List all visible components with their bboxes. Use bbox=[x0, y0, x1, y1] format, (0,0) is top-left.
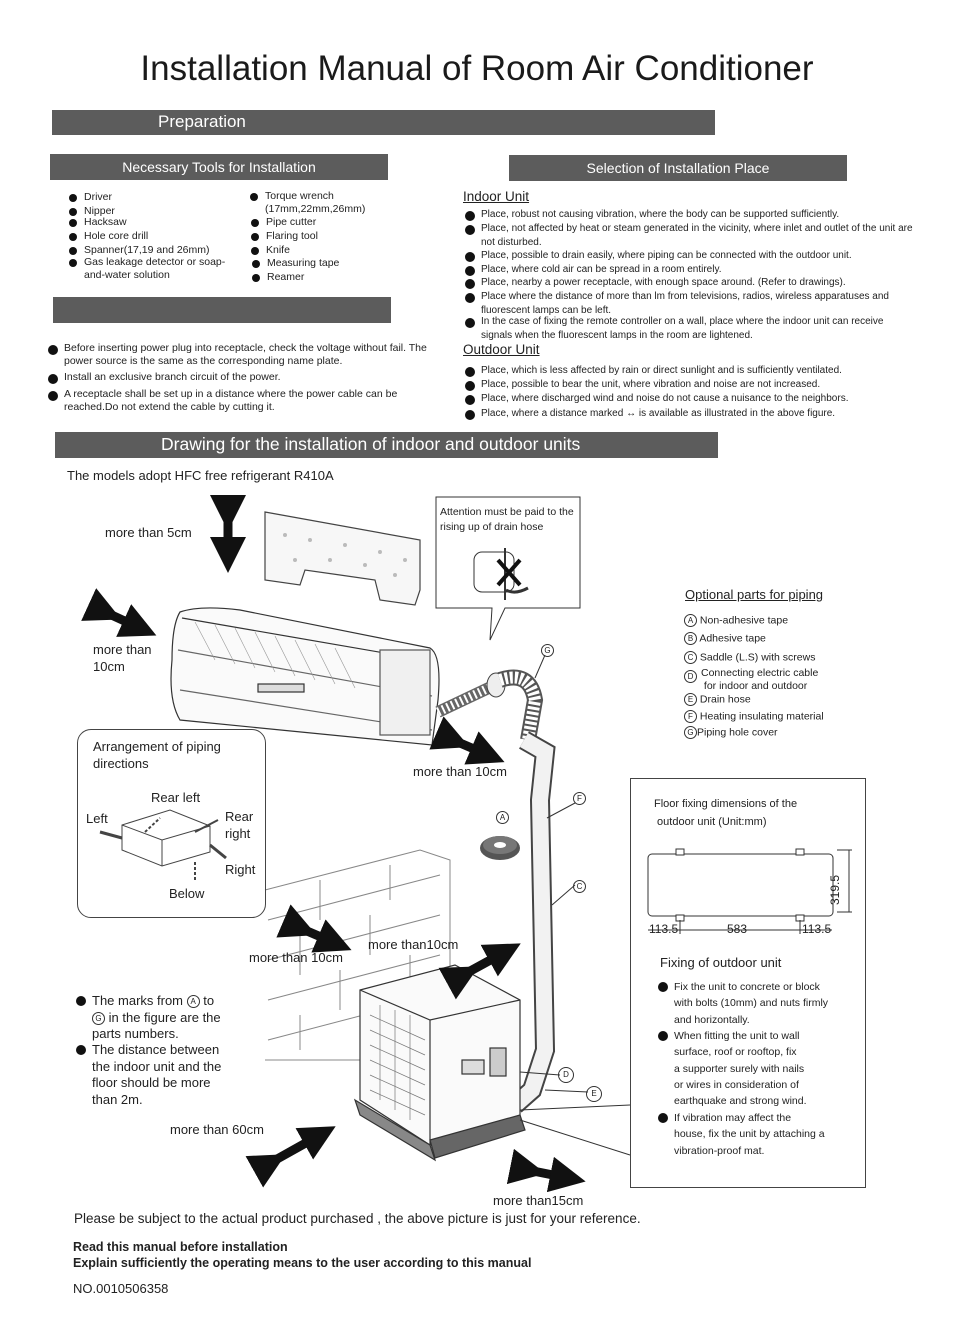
optional-parts-title: Optional parts for piping bbox=[685, 587, 824, 602]
drain-hose-detail bbox=[473, 548, 529, 600]
tool-item: Nipper bbox=[69, 205, 115, 217]
outdoor-item: Place, where discharged wind and noise d… bbox=[465, 392, 926, 406]
tool-item: Hole core drill bbox=[68, 230, 149, 242]
indoor-item: Place, not affected by heat or steam gen… bbox=[465, 222, 926, 249]
outdoor-item: Place, which is less affected by rain or… bbox=[465, 364, 926, 378]
fixing-item: If vibration may affect the house, fix t… bbox=[658, 1110, 825, 1159]
indoor-item: Place, nearby a power receptacle, with e… bbox=[465, 276, 926, 290]
optional-part-item: E Drain hose bbox=[684, 693, 751, 706]
drawing-bar-label: Drawing for the installation of indoor a… bbox=[161, 434, 581, 454]
clearance-front-label: more than 60cm bbox=[170, 1122, 264, 1137]
marker-a: A bbox=[496, 809, 509, 827]
tool-item: Measuring tape bbox=[251, 257, 340, 269]
floor-fixing-title: Floor fixing dimensions of the outdoor u… bbox=[654, 798, 798, 828]
marker-c: C bbox=[573, 878, 586, 896]
tool-item: Hacksaw bbox=[69, 216, 127, 228]
optional-part-item: C Saddle (L.S) with screws bbox=[684, 651, 815, 664]
tool-item: Knife bbox=[251, 244, 290, 256]
power-header-label: Power Source bbox=[178, 328, 274, 344]
optional-part-item: F Heating insulating material bbox=[684, 710, 824, 723]
clearance-side-label: more than15cm bbox=[493, 1193, 584, 1208]
tool-item: Flaring tool bbox=[251, 230, 318, 242]
marker-e: E bbox=[586, 1085, 602, 1103]
refrigerant-note: The models adopt HFC free refrigerant R4… bbox=[67, 468, 334, 483]
dim-left: 113.5 bbox=[649, 922, 679, 936]
disclaimer: Please be subject to the actual product … bbox=[74, 1211, 641, 1226]
marker-g: G bbox=[541, 642, 554, 660]
power-item: Install an exclusive branch circuit of t… bbox=[48, 371, 429, 384]
piping-rear-right: Rear right bbox=[225, 809, 254, 841]
power-header: Power Source bbox=[53, 297, 391, 344]
indoor-item: Place, where cold air can be spread in a… bbox=[465, 263, 926, 277]
fixing-item: Fix the unit to concrete or block with b… bbox=[657, 979, 828, 1028]
fixing-item: When fitting the unit to wall surface, r… bbox=[658, 1028, 807, 1109]
page-title: Installation Manual of Room Air Conditio… bbox=[140, 49, 814, 88]
tools-header: Necessary Tools for Installation bbox=[50, 154, 388, 180]
clearance-right-label: more than 10cm bbox=[413, 764, 507, 779]
selection-header: Selection of Installation Place bbox=[509, 155, 847, 181]
tool-item: Gas leakage detector or soap-and-water s… bbox=[69, 256, 234, 282]
tool-item: Reamer bbox=[251, 271, 305, 283]
optional-part-item: A Non-adhesive tape bbox=[684, 614, 788, 627]
tape-roll bbox=[480, 836, 520, 860]
mounting-plate bbox=[264, 511, 421, 606]
preparation-bar: Preparation bbox=[52, 110, 715, 135]
indoor-item: Place where the distance of more than lm… bbox=[465, 290, 916, 317]
tool-item: Pipe cutter bbox=[250, 216, 317, 228]
tool-item: Torque wrench (17mm,22mm,26mm) bbox=[250, 190, 385, 216]
piping-right: Right bbox=[225, 862, 256, 877]
drawing-bar: Drawing for the installation of indoor a… bbox=[55, 432, 718, 458]
marker-f: F bbox=[573, 790, 586, 808]
clearance-arrows bbox=[81, 495, 586, 1193]
optional-part-item: B Adhesive tape bbox=[684, 632, 766, 645]
outdoor-unit-title: Outdoor Unit bbox=[463, 342, 540, 357]
piping bbox=[435, 669, 556, 1113]
floor-fixing-frame bbox=[630, 778, 866, 1188]
clearance-top-label: more than 5cm bbox=[105, 525, 192, 540]
piping-rear-left: Rear left bbox=[151, 790, 201, 805]
piping-below: Below bbox=[169, 886, 205, 901]
clearance-left-label: more than 10cm bbox=[93, 642, 152, 674]
read-manual-note: Read this manual before installation bbox=[73, 1240, 288, 1254]
piping-directions-box bbox=[77, 729, 266, 918]
dim-mid: 583 bbox=[727, 922, 748, 936]
indoor-item: Place, possible to drain easily, where p… bbox=[465, 249, 926, 263]
indoor-item: Place, robust not causing vibration, whe… bbox=[465, 208, 921, 222]
piping-left: Left bbox=[86, 811, 108, 826]
outdoor-item: Place, where a distance marked ↔ is avai… bbox=[465, 407, 926, 421]
dim-right: 113.5 bbox=[802, 922, 832, 936]
indoor-unit-title: Indoor Unit bbox=[463, 189, 530, 204]
tool-item: Spanner(17,19 and 26mm) bbox=[69, 244, 210, 256]
tool-item: Driver bbox=[69, 191, 112, 203]
indoor-item: In the case of fixing the remote control… bbox=[465, 315, 906, 342]
marker-d: D bbox=[558, 1066, 574, 1084]
explain-note: Explain sufficiently the operating means… bbox=[73, 1256, 532, 1270]
power-item: Before inserting power plug into recepta… bbox=[48, 342, 429, 368]
note-distance: The distance between the indoor unit and… bbox=[75, 1042, 222, 1107]
attention-text: Attention must be paid to the rising up … bbox=[440, 506, 574, 533]
selection-header-label: Selection of Installation Place bbox=[586, 160, 770, 176]
document-number: NO.0010506358 bbox=[73, 1281, 169, 1296]
preparation-label: Preparation bbox=[158, 112, 246, 131]
outdoor-unit bbox=[353, 964, 526, 1162]
fixing-title: Fixing of outdoor unit bbox=[660, 955, 782, 970]
tools-header-label: Necessary Tools for Installation bbox=[122, 159, 316, 175]
leader-lines bbox=[519, 654, 631, 1156]
dim-height: 319.5 bbox=[828, 874, 843, 906]
clearance-wall-left-label: more than 10cm bbox=[249, 950, 343, 965]
clearance-wall-right-label: more than10cm bbox=[368, 937, 459, 952]
power-item: A receptacle shall be set up in a distan… bbox=[48, 388, 429, 414]
note-parts: The marks from A to G in the figure are … bbox=[76, 993, 247, 1043]
outdoor-item: Place, possible to bear the unit, where … bbox=[465, 378, 926, 392]
piping-directions-title: Arrangement of piping directions bbox=[93, 739, 221, 771]
